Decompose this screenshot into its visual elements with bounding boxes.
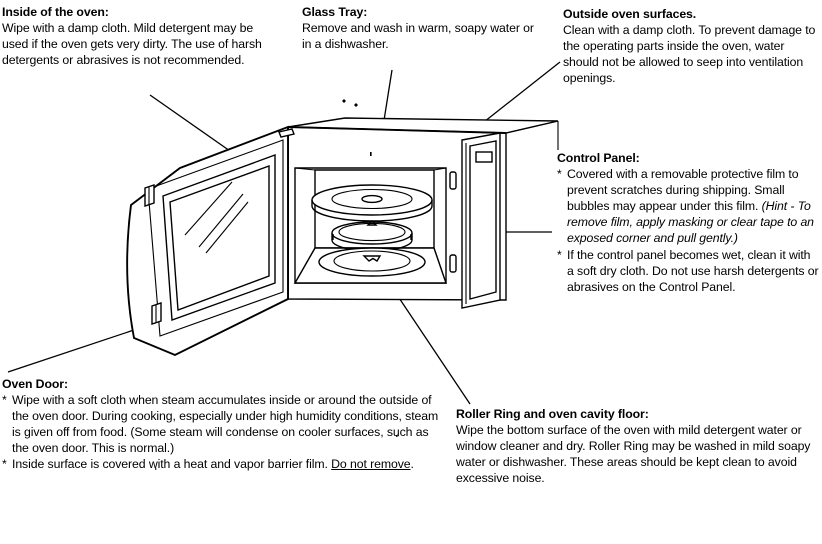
callout-oven-door-bullet-2: * Inside surface is covered with a heat … xyxy=(2,456,442,472)
control-panel xyxy=(461,132,501,309)
roller-ring xyxy=(331,220,413,252)
callout-glass-tray: Glass Tray: Remove and wash in warm, soa… xyxy=(302,4,542,52)
cavity-vent-slots xyxy=(449,171,457,273)
bullet-star: * xyxy=(557,247,562,262)
callout-oven-door-bullet-1: * Wipe with a soft cloth when steam accu… xyxy=(2,392,442,456)
callout-heading-glass-tray: Glass Tray: xyxy=(302,5,368,19)
callout-heading-control-panel: Control Panel: xyxy=(557,151,640,165)
bullet-star: * xyxy=(2,393,7,408)
bullet-1-text: Covered with a removable protective film… xyxy=(567,167,799,214)
leader-lines xyxy=(7,61,561,405)
bullet-2-text: If the control panel becomes wet, clean … xyxy=(567,247,819,294)
door-latch-lower xyxy=(151,302,162,325)
callout-heading-outside-surfaces: Outside oven surfaces. xyxy=(563,7,697,21)
oven-door-open xyxy=(126,125,295,357)
callout-body-inside-oven: Wipe with a damp cloth. Mild detergent m… xyxy=(2,21,262,68)
control-panel-display xyxy=(475,151,493,163)
callout-control-panel: Control Panel: * Covered with a removabl… xyxy=(557,150,819,295)
bullet-2-tail: . xyxy=(410,457,414,472)
callout-body-roller-ring: Wipe the bottom surface of the oven with… xyxy=(456,423,811,486)
callout-roller-ring: Roller Ring and oven cavity floor: Wipe … xyxy=(456,406,816,486)
callout-heading-oven-door: Oven Door: xyxy=(2,377,68,391)
bullet-star: * xyxy=(557,167,562,182)
cavity-floor-coupler xyxy=(318,247,426,277)
bullet-2-text: Inside surface is covered with a heat an… xyxy=(12,457,332,472)
door-latch-upper xyxy=(144,184,155,207)
bullet-1-text: Wipe with a soft cloth when steam accumu… xyxy=(12,393,439,456)
callout-control-panel-bullet-1: * Covered with a removable protective fi… xyxy=(557,166,819,246)
callout-outside-surfaces: Outside oven surfaces. Clean with a damp… xyxy=(563,6,819,86)
bullet-star: * xyxy=(2,457,7,472)
oven-body xyxy=(287,117,559,301)
bullet-2-emphasis: Do not remove xyxy=(331,457,411,472)
callout-body-glass-tray: Remove and wash in warm, soapy water or … xyxy=(302,21,534,52)
bullet-1-hint: (Hint - To remove film, apply masking or… xyxy=(567,199,814,246)
oven-cavity xyxy=(293,152,447,284)
callout-oven-door: Oven Door: * Wipe with a soft cloth when… xyxy=(2,376,442,473)
callout-body-outside-surfaces: Clean with a damp cloth. To prevent dama… xyxy=(563,23,816,86)
callout-inside-oven: Inside of the oven: Wipe with a damp clo… xyxy=(2,4,280,68)
callout-control-panel-bullet-2: * If the control panel becomes wet, clea… xyxy=(557,247,819,295)
callout-heading-inside-oven: Inside of the oven: xyxy=(2,5,109,19)
glass-tray xyxy=(311,184,433,222)
callout-heading-roller-ring: Roller Ring and oven cavity floor: xyxy=(456,407,649,421)
